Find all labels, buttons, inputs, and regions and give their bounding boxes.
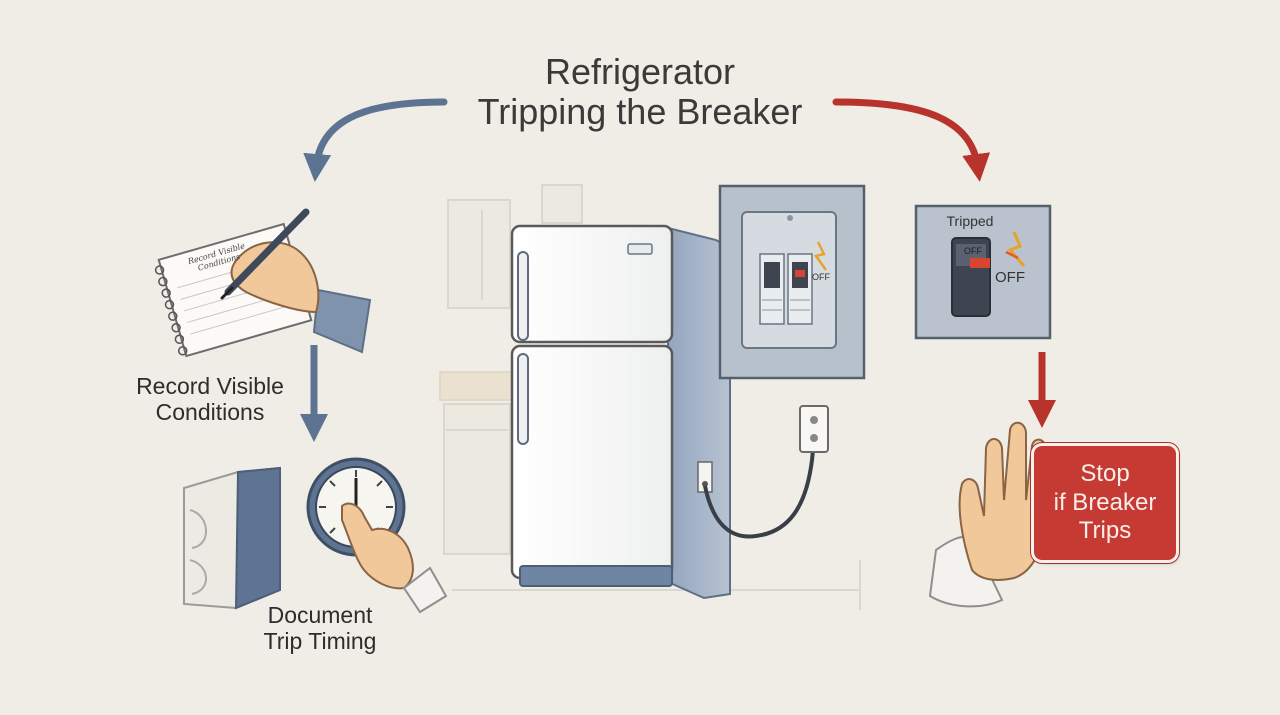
stop-hand (928, 421, 1048, 608)
wall-outlet (799, 405, 829, 453)
step-record-label: Record Visible Conditions (120, 373, 300, 426)
step-timing-line-1: Document (267, 602, 373, 628)
notebook-illustration (154, 208, 372, 358)
stop-sign: Stop if Breaker Trips (1034, 446, 1176, 560)
step-record-line-2: Conditions (155, 398, 265, 425)
breaker-panel (718, 184, 866, 380)
page-title: Refrigerator Tripping the Breaker (440, 51, 840, 133)
appliance-box (183, 466, 281, 610)
title-line-2: Tripping the Breaker (477, 91, 803, 133)
step-record-line-1: Record Visible (136, 373, 284, 399)
step-timing-line-2: Trip Timing (263, 627, 377, 654)
arrow-to-record (303, 98, 448, 182)
panel-off-label: OFF (812, 272, 830, 282)
refrigerator (510, 224, 731, 600)
stop-line-2: if Breaker (1053, 488, 1157, 516)
tripped-breaker (914, 204, 1052, 340)
tripped-label: Tripped (946, 213, 994, 229)
kitchen-background (439, 184, 861, 610)
title-line-1: Refrigerator (544, 51, 736, 92)
switch-off-label: OFF (964, 246, 982, 256)
stop-line-3: Trips (1078, 517, 1132, 545)
stop-line-1: Stop (1080, 459, 1130, 487)
step-timing-label: Document Trip Timing (240, 602, 400, 655)
arrow-to-breaker (832, 98, 991, 182)
power-cord (697, 439, 816, 539)
pointing-hand (341, 502, 448, 614)
tripped-off-label: OFF (995, 269, 1025, 286)
